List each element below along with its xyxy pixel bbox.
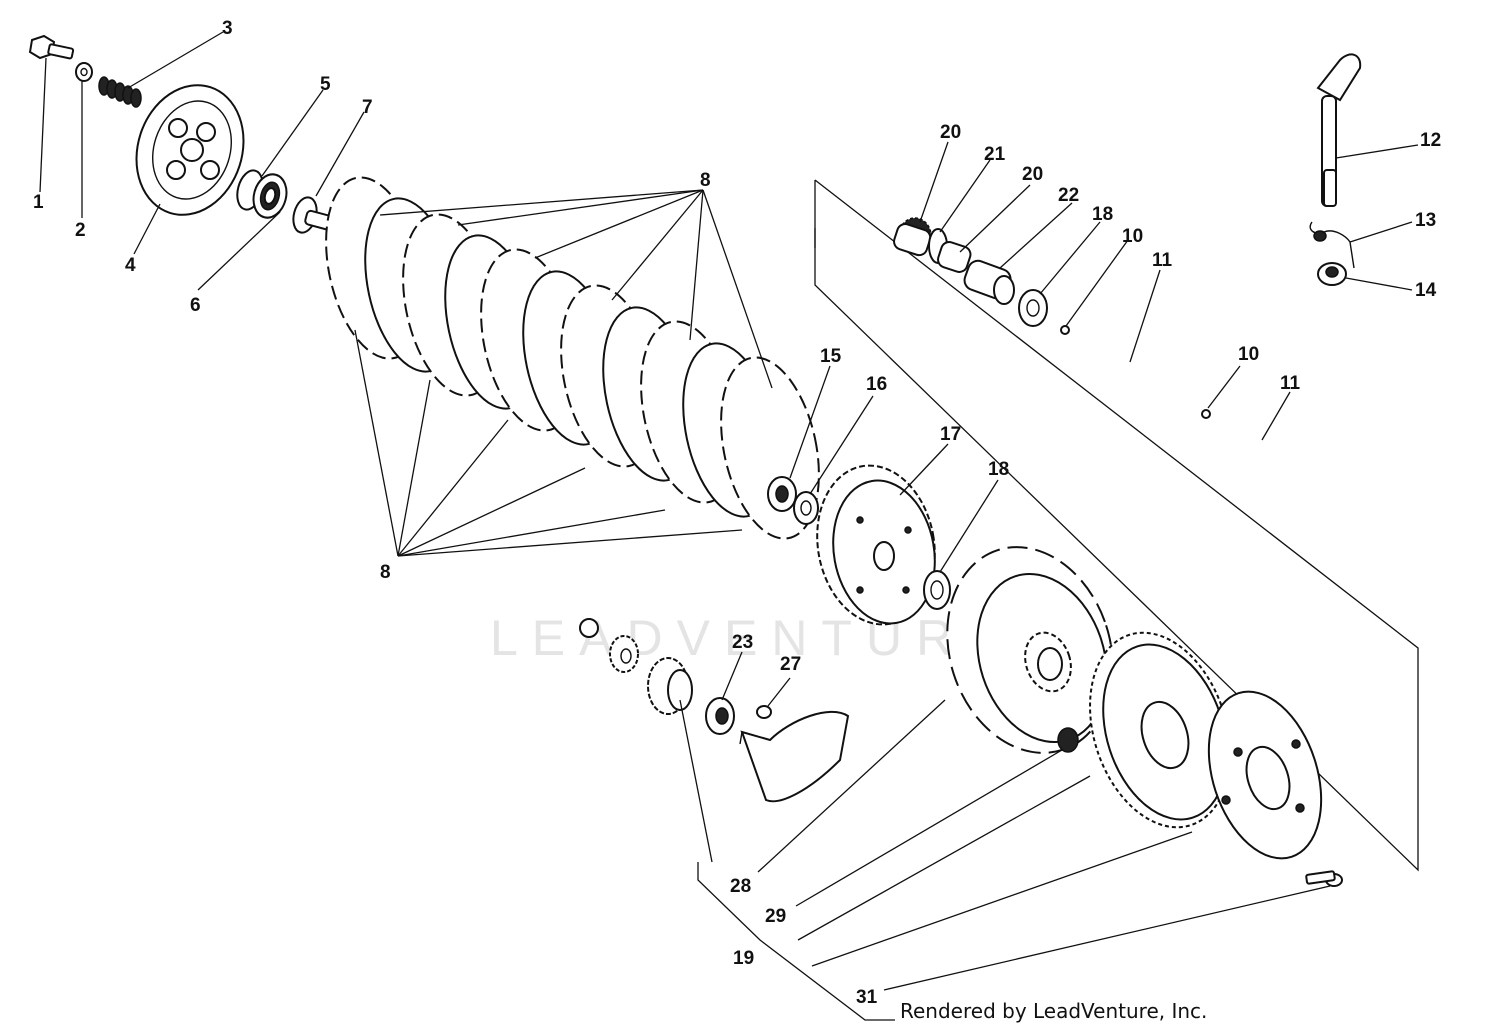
part-3-spring[interactable]	[98, 76, 142, 108]
part-31-screw[interactable]	[1305, 870, 1343, 887]
part-2-washer[interactable]	[75, 62, 93, 82]
callout-22: 22	[1058, 185, 1079, 206]
callout-17: 17	[940, 424, 961, 445]
callout-16: 16	[866, 374, 887, 395]
callout-1: 1	[33, 192, 44, 213]
part-4-pressure-plate[interactable]	[120, 71, 260, 229]
credit-text: Rendered by LeadVenture, Inc.	[900, 999, 1207, 1023]
part-gear-small[interactable]	[609, 635, 639, 673]
callout-8-upper: 8	[700, 170, 711, 191]
part-10-ball-a[interactable]	[1060, 325, 1070, 335]
part-18-thrust-washer[interactable]	[923, 570, 951, 610]
callout-11-lower: 11	[1280, 373, 1301, 394]
callout-4: 4	[125, 255, 136, 276]
callout-28: 28	[730, 876, 751, 897]
callout-19: 19	[733, 948, 754, 969]
callout-21: 21	[984, 144, 1006, 165]
crankshaft-outline	[739, 710, 850, 803]
part-12-release-lever[interactable]	[1316, 53, 1362, 207]
callout-27: 27	[780, 654, 801, 675]
part-10-ball-b[interactable]	[1201, 409, 1211, 419]
part-back-plate[interactable]	[1189, 677, 1341, 873]
callout-18-lower: 18	[988, 459, 1009, 480]
part-5-bearing[interactable]	[233, 168, 291, 222]
part-11-rod-b[interactable]	[1217, 421, 1315, 485]
callout-15: 15	[820, 346, 842, 367]
callout-5: 5	[320, 74, 331, 95]
callout-20-left: 20	[940, 122, 961, 143]
callout-13: 13	[1415, 210, 1436, 231]
part-16-lock-washer[interactable]	[793, 491, 819, 525]
watermark-text: LEADVENTURE	[490, 610, 1014, 666]
callout-14: 14	[1415, 280, 1437, 301]
callout-10-lower: 10	[1238, 344, 1259, 365]
part-27-key[interactable]	[756, 705, 772, 719]
subassembly-bracket	[814, 179, 1419, 872]
part-23-bearing[interactable]	[705, 697, 735, 735]
part-28-clutch-housing[interactable]	[921, 525, 1138, 774]
part-1-bolt[interactable]	[28, 34, 75, 60]
part-13-spring[interactable]	[1309, 221, 1355, 269]
part-11-rod-a[interactable]	[1075, 337, 1175, 401]
callout-31: 31	[856, 987, 878, 1008]
part-8-clutch-plate-stack[interactable]	[311, 168, 834, 547]
callout-11-upper: 11	[1152, 250, 1173, 271]
part-primary-gear[interactable]	[647, 657, 693, 715]
part-17-clutch-hub[interactable]	[805, 456, 947, 634]
callout-8-lower: 8	[380, 562, 391, 583]
callout-10-upper: 10	[1122, 226, 1143, 247]
callout-20-right: 20	[1022, 164, 1043, 185]
callout-6: 6	[190, 295, 201, 316]
part-22-sleeve[interactable]	[962, 258, 1015, 305]
part-15-nut[interactable]	[767, 476, 797, 512]
part-nut-small[interactable]	[579, 618, 599, 638]
callout-23: 23	[732, 632, 753, 653]
leader-lines	[39, 31, 1419, 1021]
callout-2: 2	[75, 220, 86, 241]
callout-18-upper: 18	[1092, 204, 1113, 225]
callout-3: 3	[222, 18, 233, 39]
part-20-needle-bearing-a[interactable]	[892, 217, 932, 257]
part-14-nut[interactable]	[1317, 262, 1347, 286]
callout-7: 7	[362, 97, 373, 118]
part-29-collar[interactable]	[1057, 727, 1079, 753]
part-18-washer-upper[interactable]	[1018, 289, 1048, 327]
callout-12: 12	[1420, 130, 1441, 151]
callout-29: 29	[765, 906, 786, 927]
